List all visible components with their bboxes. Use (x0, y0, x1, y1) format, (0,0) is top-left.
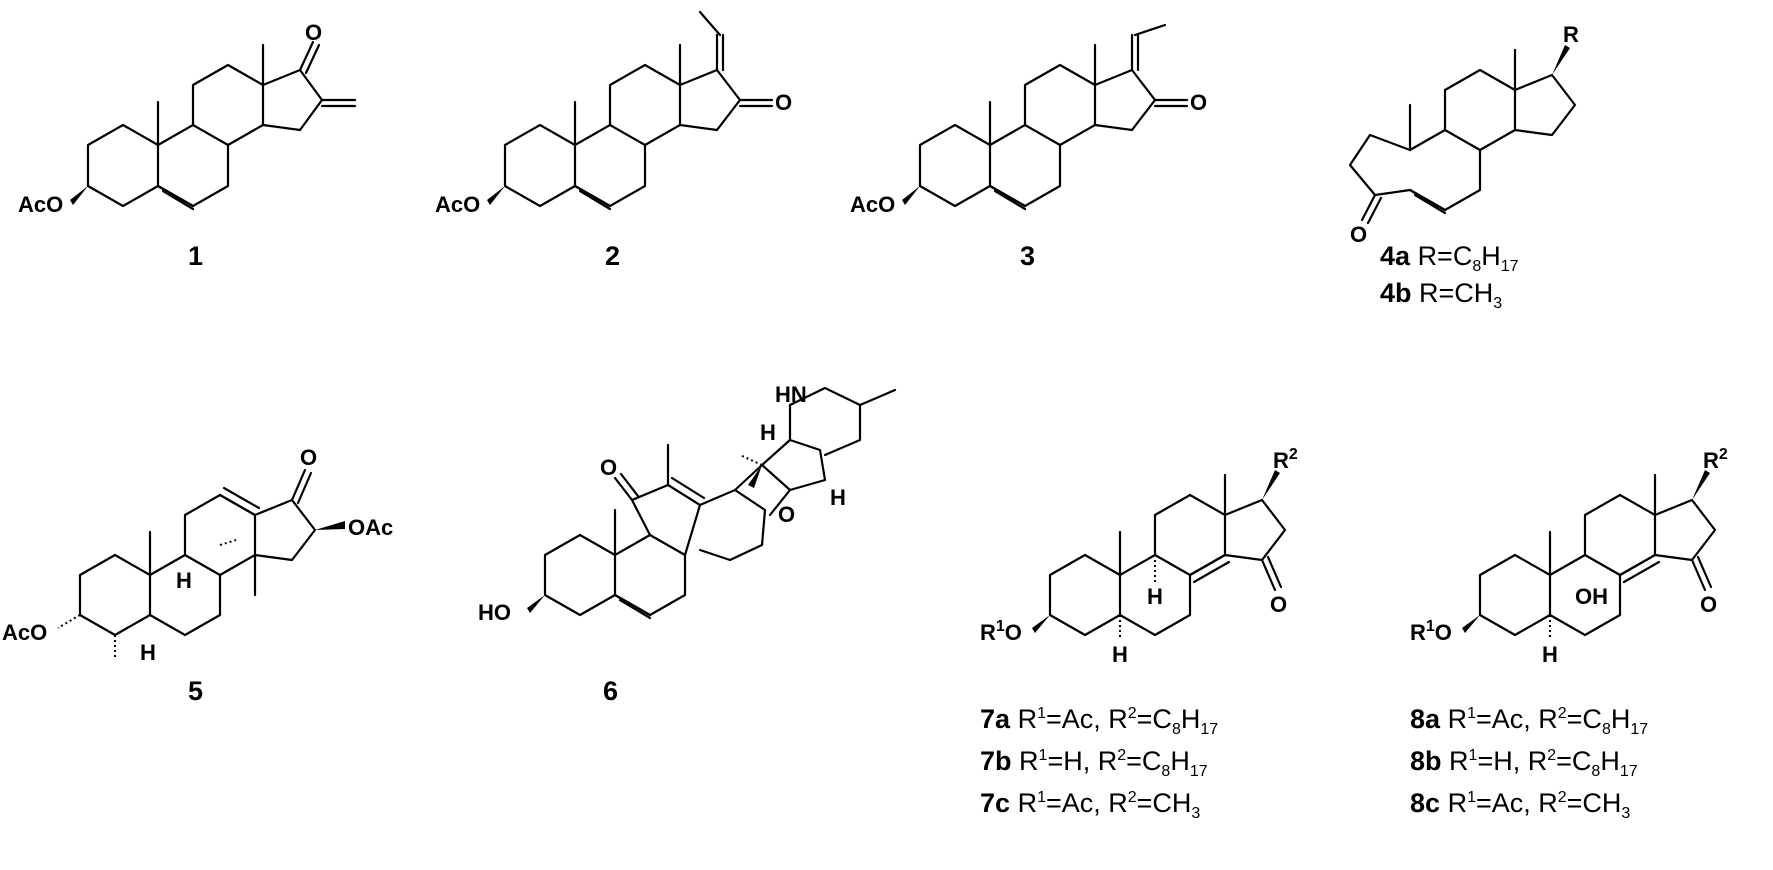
wedge-bond (70, 186, 88, 205)
ketone-oxygen-label: O (305, 20, 322, 45)
ketone-oxygen-label: O (300, 445, 317, 470)
structure-compound-2: AcO O (435, 10, 792, 217)
caption-7c: 7c R1=Ac, R2=CH3 (980, 788, 1200, 822)
compound-label-5: 5 (188, 676, 203, 706)
ketone-oxygen-label: O (1700, 592, 1717, 617)
wedge-bond (1692, 470, 1710, 500)
wedge-bond (527, 595, 545, 613)
hydrogen-label: H (830, 485, 846, 510)
acetoxy-label: AcO (2, 620, 47, 645)
compound-label-6: 6 (603, 676, 618, 706)
wedge-bond (1032, 615, 1050, 633)
structure-compound-8: R1O R2 O OH H (1410, 446, 1728, 667)
acetoxy-label: AcO (850, 192, 895, 217)
caption-4a: 4a R=C8H17 (1380, 241, 1519, 275)
hydrogen-label: H (1147, 584, 1163, 609)
structure-compound-6: HO O O HN H H (478, 382, 897, 625)
compound-label-3: 3 (1020, 241, 1035, 271)
structure-compound-4: R O (1348, 22, 1579, 247)
wedge-bond (315, 521, 345, 530)
hydroxyl-label: OH (1575, 584, 1608, 609)
ketone-oxygen-label: O (1270, 592, 1287, 617)
caption-8c: 8c R1=Ac, R2=CH3 (1410, 788, 1630, 822)
acetoxy-label: AcO (435, 192, 480, 217)
wedge-bond (1552, 45, 1570, 75)
wedge-bond (748, 465, 762, 488)
structure-compound-3: AcO O (850, 23, 1207, 217)
structure-compound-5: AcO OAc O H H (2, 445, 393, 665)
ether-oxygen-label: O (778, 502, 795, 527)
r2-label: R2 (1703, 446, 1728, 473)
ketone-oxygen-label: O (1350, 222, 1367, 247)
caption-8b: 8b R1=H, R2=C8H17 (1410, 746, 1638, 780)
r1o-label: R1O (980, 618, 1022, 645)
wedge-bond (487, 186, 505, 205)
hydrogen-label: H (760, 420, 776, 445)
r1o-label: R1O (1410, 618, 1452, 645)
hydrogen-label: H (140, 640, 156, 665)
compound-label-2: 2 (605, 241, 620, 271)
caption-8a: 8a R1=Ac, R2=C8H17 (1410, 704, 1648, 738)
acetoxy-label: AcO (18, 192, 63, 217)
wedge-bond (1462, 615, 1480, 633)
structure-compound-7: R1O R2 O H H (980, 446, 1298, 667)
ketone-oxygen-label: O (1190, 90, 1207, 115)
compound-label-1: 1 (188, 241, 203, 271)
hydrogen-label: H (176, 568, 192, 593)
hydrogen-label: H (1542, 642, 1558, 667)
ketone-oxygen-label: O (775, 90, 792, 115)
ketone-oxygen-label: O (600, 455, 617, 480)
hydroxyl-label: HO (478, 600, 511, 625)
r-group-label: R (1563, 22, 1579, 47)
caption-4b: 4b R=CH3 (1380, 278, 1502, 312)
wedge-bond (902, 186, 920, 205)
structure-compound-1: AcO O (18, 20, 357, 217)
amine-label: HN (775, 382, 807, 407)
acetoxy-label-2: OAc (348, 515, 393, 540)
r2-label: R2 (1273, 446, 1298, 473)
hydrogen-label: H (1112, 642, 1128, 667)
wedge-bond (1262, 470, 1280, 500)
caption-7b: 7b R1=H, R2=C8H17 (980, 746, 1208, 780)
caption-7a: 7a R1=Ac, R2=C8H17 (980, 704, 1218, 738)
